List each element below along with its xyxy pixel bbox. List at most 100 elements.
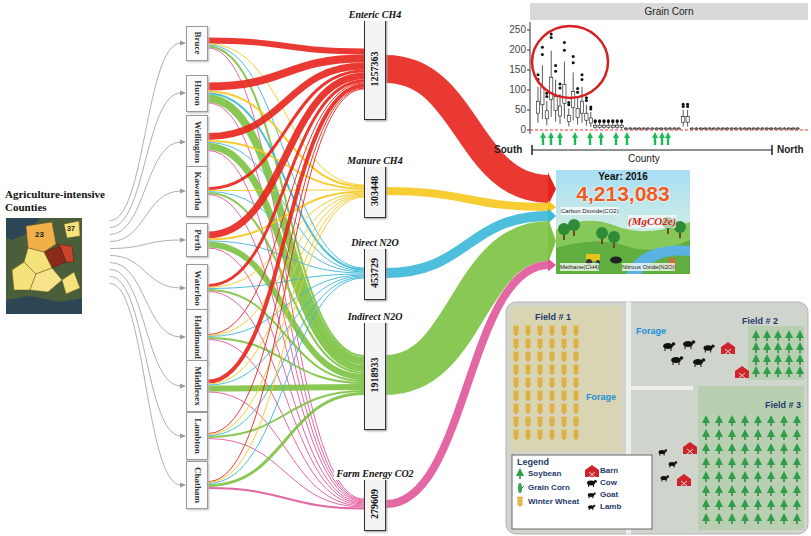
outlier — [585, 96, 588, 99]
gas-name: Methane(CH4) — [560, 263, 599, 271]
soybean-icon — [780, 513, 788, 521]
sky — [556, 170, 690, 274]
animal-head — [672, 342, 676, 346]
box — [792, 128, 795, 129]
wheat-grain — [537, 383, 540, 387]
zero-line — [530, 130, 808, 131]
tree-trunk — [777, 374, 778, 377]
wheat-grain — [549, 331, 552, 335]
emission-node: Direct N2O453729 — [325, 232, 425, 300]
box — [774, 128, 777, 129]
county-name: Wellington — [192, 121, 203, 163]
legend-text: Goat — [600, 489, 618, 500]
animal-leg — [705, 348, 706, 353]
soybean-icon — [767, 513, 775, 521]
animal-head — [675, 461, 678, 464]
tree-trunk — [731, 437, 732, 440]
box — [717, 128, 720, 129]
box — [743, 128, 746, 129]
wheat-grain — [561, 422, 564, 426]
outlier — [563, 41, 566, 44]
connector-path — [208, 81, 364, 286]
animal-head — [667, 475, 670, 478]
box — [633, 128, 636, 129]
wheat-grain — [576, 331, 579, 335]
box — [690, 128, 693, 129]
county-box: Wellington — [186, 115, 208, 169]
tree-trunk — [744, 437, 745, 440]
flow-connector — [386, 219, 556, 376]
connector-path — [110, 93, 181, 228]
map-county — [64, 221, 80, 238]
animal-leg — [691, 344, 692, 349]
county-box: Haldimand — [186, 309, 208, 365]
wheat-grain — [564, 357, 567, 361]
animal-head — [593, 505, 595, 507]
connector-path — [386, 191, 549, 207]
tree-trunk — [705, 437, 706, 440]
tick-mark — [527, 30, 530, 31]
legend-text: Soybean — [528, 468, 561, 479]
soybean-icon — [728, 443, 736, 451]
wheat-grain — [513, 331, 516, 335]
soybean-icon — [754, 457, 762, 465]
outlier — [554, 64, 557, 67]
soybean-icon — [796, 354, 804, 362]
wheat-grain — [573, 344, 576, 348]
marker-arrow — [659, 132, 665, 145]
tree-trunk — [766, 374, 767, 377]
box — [787, 128, 790, 129]
wheat-grain — [520, 502, 523, 506]
emission-box: 279609 — [364, 477, 386, 531]
soybean-icon — [796, 366, 804, 374]
connector-path — [386, 69, 549, 189]
x-axis — [532, 150, 772, 151]
box — [585, 113, 588, 120]
wheat-grain — [537, 435, 540, 439]
barn-door — [725, 349, 731, 354]
wheat-grain — [573, 383, 576, 387]
tree-trunk — [744, 423, 745, 426]
tree-crown — [568, 219, 580, 231]
legend-title: Legend — [517, 457, 549, 468]
outlier — [572, 61, 575, 64]
wheat-grain — [516, 409, 519, 413]
soybean-icon — [715, 429, 723, 437]
flow-connector — [208, 340, 364, 506]
wheat-grain — [537, 370, 540, 374]
animal-head — [665, 449, 668, 452]
box — [778, 128, 781, 129]
wheat-grain — [540, 344, 543, 348]
animal-leg — [592, 495, 593, 498]
animal-leg — [710, 348, 711, 353]
field-label: Field # 1 — [535, 312, 571, 323]
soybean-icon — [754, 513, 762, 521]
county-map — [6, 218, 82, 314]
wheat-grain — [537, 344, 540, 348]
wheat-grain — [540, 357, 543, 361]
soybean-icon — [780, 415, 788, 423]
wheat-grain — [516, 331, 519, 335]
field-patch — [748, 326, 804, 380]
box — [589, 118, 592, 123]
box — [721, 128, 724, 129]
soybean-icon — [702, 415, 710, 423]
flow-connector — [208, 83, 364, 335]
tree-trunk — [744, 479, 745, 482]
soybean-icon — [780, 443, 788, 451]
box — [752, 128, 755, 129]
tree-trunk — [705, 451, 706, 454]
wheat-grain — [540, 383, 543, 387]
tree-trunk — [777, 362, 778, 365]
tick-mark — [527, 110, 530, 111]
leader-arrow — [110, 270, 186, 389]
connector-path — [208, 290, 364, 381]
emission-node: Enteric CH41257363 — [325, 4, 425, 120]
wheat-grain — [573, 435, 576, 439]
axis-tick: 200 — [498, 44, 526, 56]
connector-path — [110, 191, 181, 242]
outlier — [686, 103, 689, 106]
box — [734, 128, 737, 129]
soybean-icon — [774, 342, 782, 350]
marker-arrow — [624, 132, 630, 145]
